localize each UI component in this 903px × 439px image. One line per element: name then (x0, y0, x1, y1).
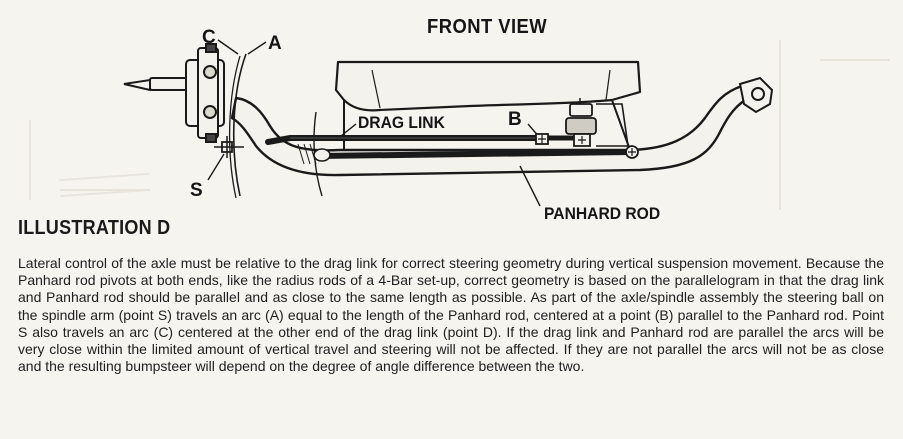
label-panhard-rod: PANHARD ROD (544, 204, 661, 223)
spring-hatch (297, 143, 317, 165)
label-drag-link: DRAG LINK (358, 113, 445, 132)
arc-c (228, 55, 241, 199)
left-spindle-assembly (123, 43, 225, 143)
front-view-title: FRONT VIEW (427, 16, 548, 38)
axle-diagram (29, 39, 890, 210)
drag-link (265, 135, 543, 145)
panhard-rod (313, 145, 639, 162)
bleed-through-lines (29, 40, 890, 210)
label-s: S (190, 180, 203, 201)
steering-bracket (548, 98, 629, 147)
arc-a (232, 53, 247, 197)
body-paragraph: Lateral control of the axle must be rela… (18, 255, 884, 375)
front-view-illustration: FRONT VIEW C A S B DRAG LINK PANHARD ROD (29, 16, 890, 223)
point-b-pivot (535, 133, 549, 145)
illustration-heading: ILLUSTRATION D (18, 217, 171, 239)
label-a: A (268, 33, 282, 54)
label-b: B (508, 109, 522, 130)
label-c: C (202, 27, 216, 48)
right-spring-hanger (738, 76, 774, 114)
